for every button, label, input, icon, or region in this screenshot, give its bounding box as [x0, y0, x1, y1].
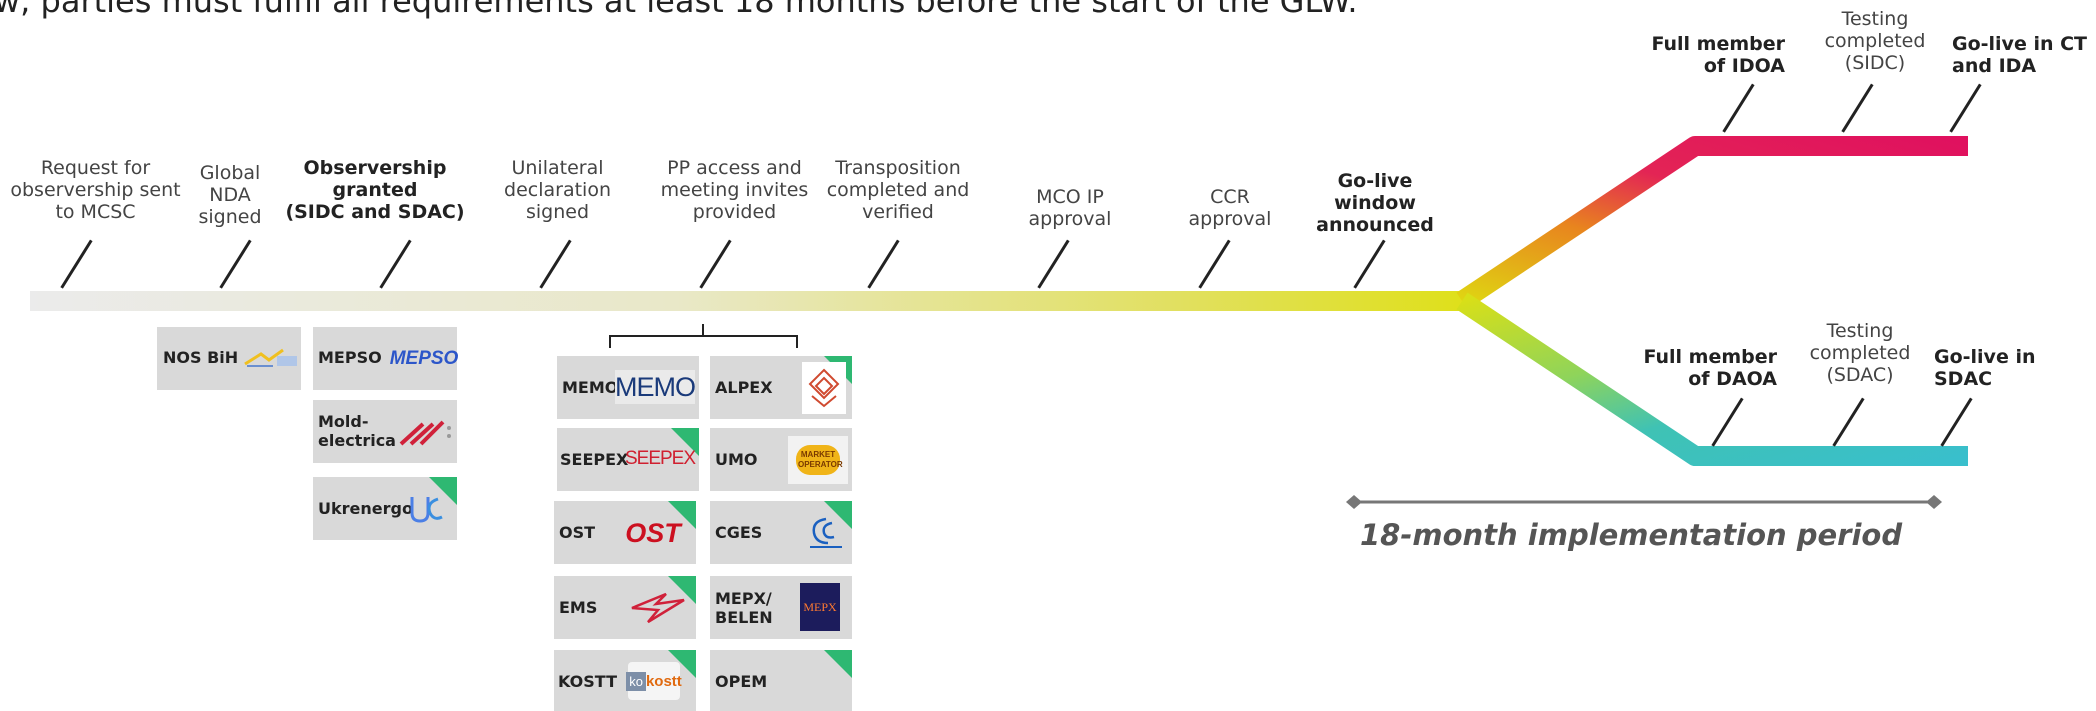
party-card-alpex: ALPEX: [710, 356, 852, 419]
main-track: [30, 291, 1465, 311]
milestone-unilateral-declaration: Unilateral declaration signed: [504, 157, 611, 223]
milestone-observership-granted: Observership granted (SIDC and SDAC): [285, 157, 465, 223]
party-card-moldelectrica: Mold- electrica: [313, 400, 457, 463]
lower-branch: [1456, 292, 1968, 466]
lower-testing-sdac: Testing completed (SDAC): [1809, 320, 1911, 386]
milestone-go-live-window: Go-live window announced: [1316, 170, 1434, 236]
upper-go-live-ct-ida: Go-live in CT and IDA: [1952, 33, 2088, 77]
green-corner-marker: [824, 650, 852, 678]
party-name-seepex: SEEPEX: [560, 450, 629, 469]
nos-bih-logo-icon: [243, 346, 299, 370]
mepx-logo-icon: MEPX: [800, 583, 840, 631]
milestone-mco-ip-approval: MCO IP approval: [1028, 186, 1112, 230]
ems-logo-icon: [626, 586, 688, 628]
party-card-mepso: MEPSO MEPSO: [313, 327, 459, 390]
alpex-logo-icon: [802, 362, 846, 414]
period-arrow-left-head: [1346, 495, 1362, 509]
party-name-nos-bih: NOS BiH: [163, 348, 239, 367]
milestone-request-observership: Request for observership sent to MCSC: [10, 157, 181, 223]
lower-go-live-sdac: Go-live in SDAC: [1934, 346, 2036, 390]
green-corner-marker: [671, 428, 699, 456]
upper-testing-sidc: Testing completed (SIDC): [1824, 8, 1926, 74]
party-card-opem: OPEM: [710, 650, 852, 711]
ukrenergo-logo-icon: [408, 491, 444, 525]
milestone-pp-access: PP access and meeting invites provided: [660, 157, 809, 223]
party-card-mepx-belen: MEPX/ BELEN MEPX: [710, 576, 852, 639]
milestone-global-nda: Global NDA signed: [198, 162, 262, 228]
umo-logo-icon: MARKET OPERATOR: [788, 436, 848, 484]
moldelectrica-logo-icon: [397, 414, 453, 448]
party-card-ems: EMS: [554, 576, 696, 639]
intro-sentence: w, parties must fulfil all requirements …: [0, 0, 1358, 20]
party-card-cges: CGES: [710, 501, 852, 564]
party-name-ukrenergo: Ukrenergo: [318, 499, 413, 518]
party-name-mepx-belen: MEPX/ BELEN: [715, 589, 773, 627]
party-name-kostt: KOSTT: [558, 672, 617, 691]
umo-logo-text: MARKET OPERATOR: [796, 445, 843, 475]
party-card-seepex: SEEPEX SEEPEX: [557, 428, 699, 491]
milestone-ccr-approval: CCR approval: [1188, 186, 1272, 230]
cges-logo-icon: [806, 513, 846, 553]
milestone-transposition: Transposition completed and verified: [826, 157, 970, 223]
ost-logo-icon: OST: [625, 517, 681, 548]
party-name-ost: OST: [559, 523, 596, 542]
party-card-ost: OST OST: [554, 501, 696, 564]
party-card-umo: UMO MARKET OPERATOR: [710, 428, 852, 491]
parties-bracket: [609, 324, 798, 348]
party-name-umo: UMO: [715, 450, 758, 469]
upper-full-member-idoa: Full member of IDOA: [1651, 33, 1785, 77]
lower-full-member-daoa: Full member of DAOA: [1643, 346, 1777, 390]
seepex-logo-icon: SEEPEX: [624, 448, 696, 469]
memo-logo-icon: MEMO: [615, 370, 696, 404]
party-name-ems: EMS: [559, 598, 598, 617]
green-corner-marker: [668, 501, 696, 529]
implementation-period-label: 18-month implementation period: [1360, 518, 1903, 552]
party-card-ukrenergo: Ukrenergo: [313, 477, 457, 540]
party-name-opem: OPEM: [715, 672, 768, 691]
party-card-memo: MEMO MEMO: [557, 356, 699, 419]
upper-branch: [1456, 136, 1968, 310]
party-name-mepso: MEPSO: [318, 348, 382, 367]
party-card-nos-bih: NOS BiH: [157, 327, 301, 390]
party-name-alpex: ALPEX: [715, 378, 773, 397]
period-arrow-right-head: [1926, 495, 1942, 509]
party-name-memo: MEMO: [562, 378, 619, 397]
mepso-logo-icon: MEPSO: [389, 348, 459, 369]
party-name-cges: CGES: [715, 523, 763, 542]
kostt-logo-text: kostt: [645, 672, 682, 690]
party-name-moldelectrica: Mold- electrica: [318, 412, 396, 450]
